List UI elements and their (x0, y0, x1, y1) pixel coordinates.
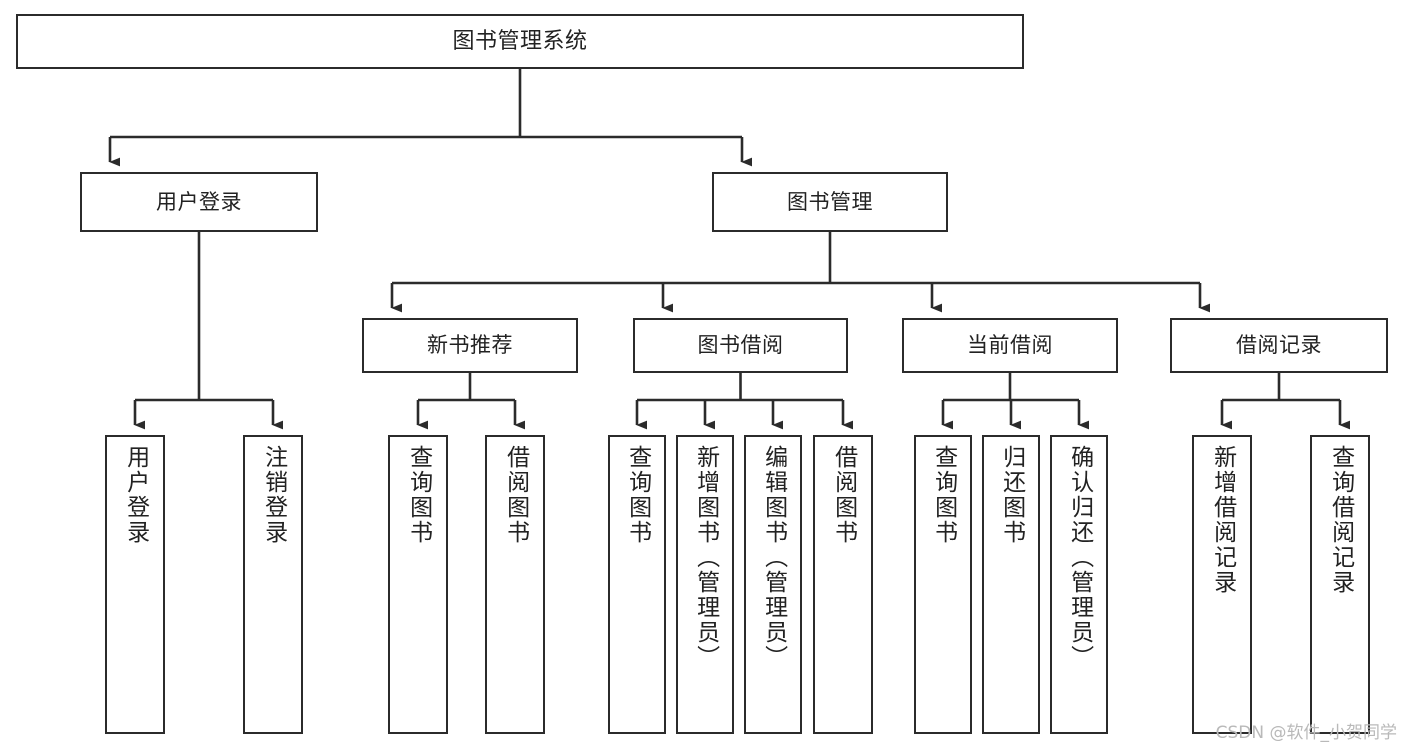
node-n2[interactable]: 借阅图书 (485, 435, 545, 734)
node-bookmgmt[interactable]: 图书管理 (712, 172, 948, 232)
node-r2[interactable]: 查询借阅记录 (1310, 435, 1370, 734)
node-label: 查询图书 (405, 445, 432, 545)
node-label: 注销登录 (260, 445, 287, 545)
node-label: 新增图书（管理员） (692, 445, 719, 670)
node-label: 用户登录 (156, 189, 242, 214)
node-label: 借阅图书 (502, 445, 529, 545)
node-label: 归还图书 (998, 445, 1025, 545)
node-label: 确认归还（管理员） (1066, 445, 1093, 670)
node-label: 图书管理系统 (452, 28, 588, 54)
node-label: 编辑图书（管理员） (760, 445, 787, 670)
node-label: 用户登录 (122, 445, 149, 545)
node-label: 借阅图书 (830, 445, 857, 545)
node-c3[interactable]: 确认归还（管理员） (1050, 435, 1108, 734)
node-label: 查询图书 (624, 445, 651, 545)
node-label: 查询图书 (930, 445, 957, 545)
node-label: 图书管理 (787, 189, 873, 214)
node-label: 借阅记录 (1236, 333, 1322, 358)
node-l2[interactable]: 注销登录 (243, 435, 303, 734)
node-b1[interactable]: 查询图书 (608, 435, 666, 734)
node-root[interactable]: 图书管理系统 (16, 14, 1024, 69)
node-c1[interactable]: 查询图书 (914, 435, 972, 734)
node-label: 图书借阅 (697, 333, 784, 358)
node-newbook[interactable]: 新书推荐 (362, 318, 578, 373)
node-label: 新书推荐 (427, 333, 513, 358)
node-b2[interactable]: 新增图书（管理员） (676, 435, 734, 734)
node-n1[interactable]: 查询图书 (388, 435, 448, 734)
watermark: CSDN @软件_小贺同学 (1215, 723, 1397, 743)
node-label: 当前借阅 (967, 333, 1053, 358)
node-label: 新增借阅记录 (1209, 445, 1236, 595)
node-records[interactable]: 借阅记录 (1170, 318, 1388, 373)
node-r1[interactable]: 新增借阅记录 (1192, 435, 1252, 734)
node-b3[interactable]: 编辑图书（管理员） (744, 435, 802, 734)
node-label: 查询借阅记录 (1327, 445, 1354, 595)
node-borrow[interactable]: 图书借阅 (633, 318, 848, 373)
node-c2[interactable]: 归还图书 (982, 435, 1040, 734)
node-current[interactable]: 当前借阅 (902, 318, 1118, 373)
node-b4[interactable]: 借阅图书 (813, 435, 873, 734)
node-login[interactable]: 用户登录 (80, 172, 318, 232)
node-l1[interactable]: 用户登录 (105, 435, 165, 734)
